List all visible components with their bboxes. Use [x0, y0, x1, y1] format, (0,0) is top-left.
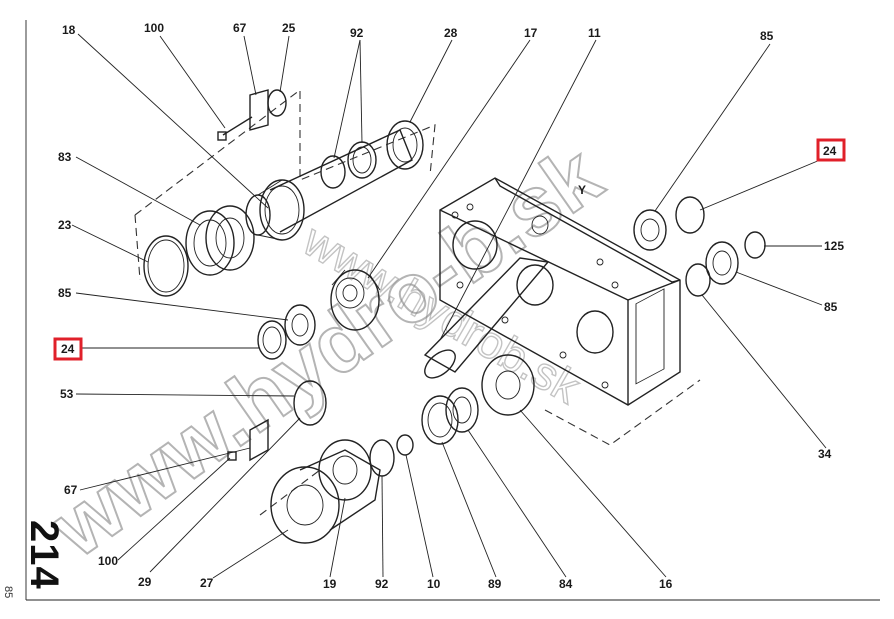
bearing-83: [185, 205, 255, 276]
label-67-top: 67: [233, 21, 247, 35]
gear-18: [245, 179, 305, 241]
highlight-box-24-left: [53, 337, 83, 361]
label-53: 53: [60, 387, 74, 401]
ring-24-left: [257, 320, 287, 360]
part-labels: 18 100 67 25 92 28 17 11 85 83 23 85 24 …: [58, 21, 844, 591]
label-18: 18: [62, 23, 76, 37]
label-125: 125: [824, 239, 844, 253]
label-67-bottom: 67: [64, 483, 78, 497]
label-84: 84: [559, 577, 573, 591]
label-100-bottom: 100: [98, 554, 118, 568]
ring-24-right: [675, 196, 705, 234]
shaft-19: [318, 439, 372, 501]
label-23: 23: [58, 218, 72, 232]
gear-17: [330, 269, 381, 331]
side-number: 85: [2, 586, 14, 599]
bearing-84: [445, 387, 479, 433]
gear-16: [481, 354, 535, 416]
label-10: 10: [427, 577, 441, 591]
highlight-box-24-right: [816, 138, 846, 162]
cover-plate-25: [217, 89, 287, 141]
label-83: 83: [58, 150, 72, 164]
label-85-left: 85: [58, 286, 72, 300]
spacer-10: [396, 434, 414, 456]
label-17: 17: [524, 26, 538, 40]
label-92-bottom: 92: [375, 577, 389, 591]
label-24-left: 24: [61, 342, 75, 356]
flange-27: [270, 449, 381, 544]
label-34: 34: [818, 447, 832, 461]
dashed-envelope-lower-right: [544, 379, 701, 446]
dashed-envelope-upper-left: [134, 214, 141, 281]
label-100-top: 100: [144, 21, 164, 35]
page-number: 214: [22, 520, 66, 590]
label-25: 25: [282, 21, 296, 35]
cover-53: [227, 380, 327, 462]
label-16: 16: [659, 577, 673, 591]
label-89: 89: [488, 577, 502, 591]
ring-34: [685, 263, 711, 297]
dashed-envelope-upper: [134, 88, 436, 216]
bearing-85-right: [705, 241, 739, 285]
bearing-89: [421, 395, 459, 445]
label-28: 28: [444, 26, 458, 40]
shaft-11: [423, 257, 550, 379]
label-11: 11: [588, 26, 601, 40]
label-29: 29: [138, 575, 152, 589]
leader-lines: [71, 33, 827, 579]
label-27: 27: [200, 576, 214, 590]
label-85-top: 85: [760, 29, 774, 43]
label-85-right: 85: [824, 300, 838, 314]
housing-axis-mark: Y: [578, 183, 586, 197]
dashed-envelope-lower-left: [259, 469, 321, 516]
bearing-85-left: [284, 304, 316, 346]
circlip-92-bottom: [369, 439, 395, 477]
shaft-28: [269, 120, 424, 233]
gearbox-housing: Y: [439, 177, 681, 406]
circlip-92-a: [320, 155, 346, 189]
label-19: 19: [323, 577, 337, 591]
label-24-right: 24: [823, 144, 837, 158]
seal-23: [143, 235, 189, 297]
label-92-top: 92: [350, 26, 364, 40]
circlip-125: [744, 231, 766, 259]
bearing-85-top: [633, 209, 667, 251]
